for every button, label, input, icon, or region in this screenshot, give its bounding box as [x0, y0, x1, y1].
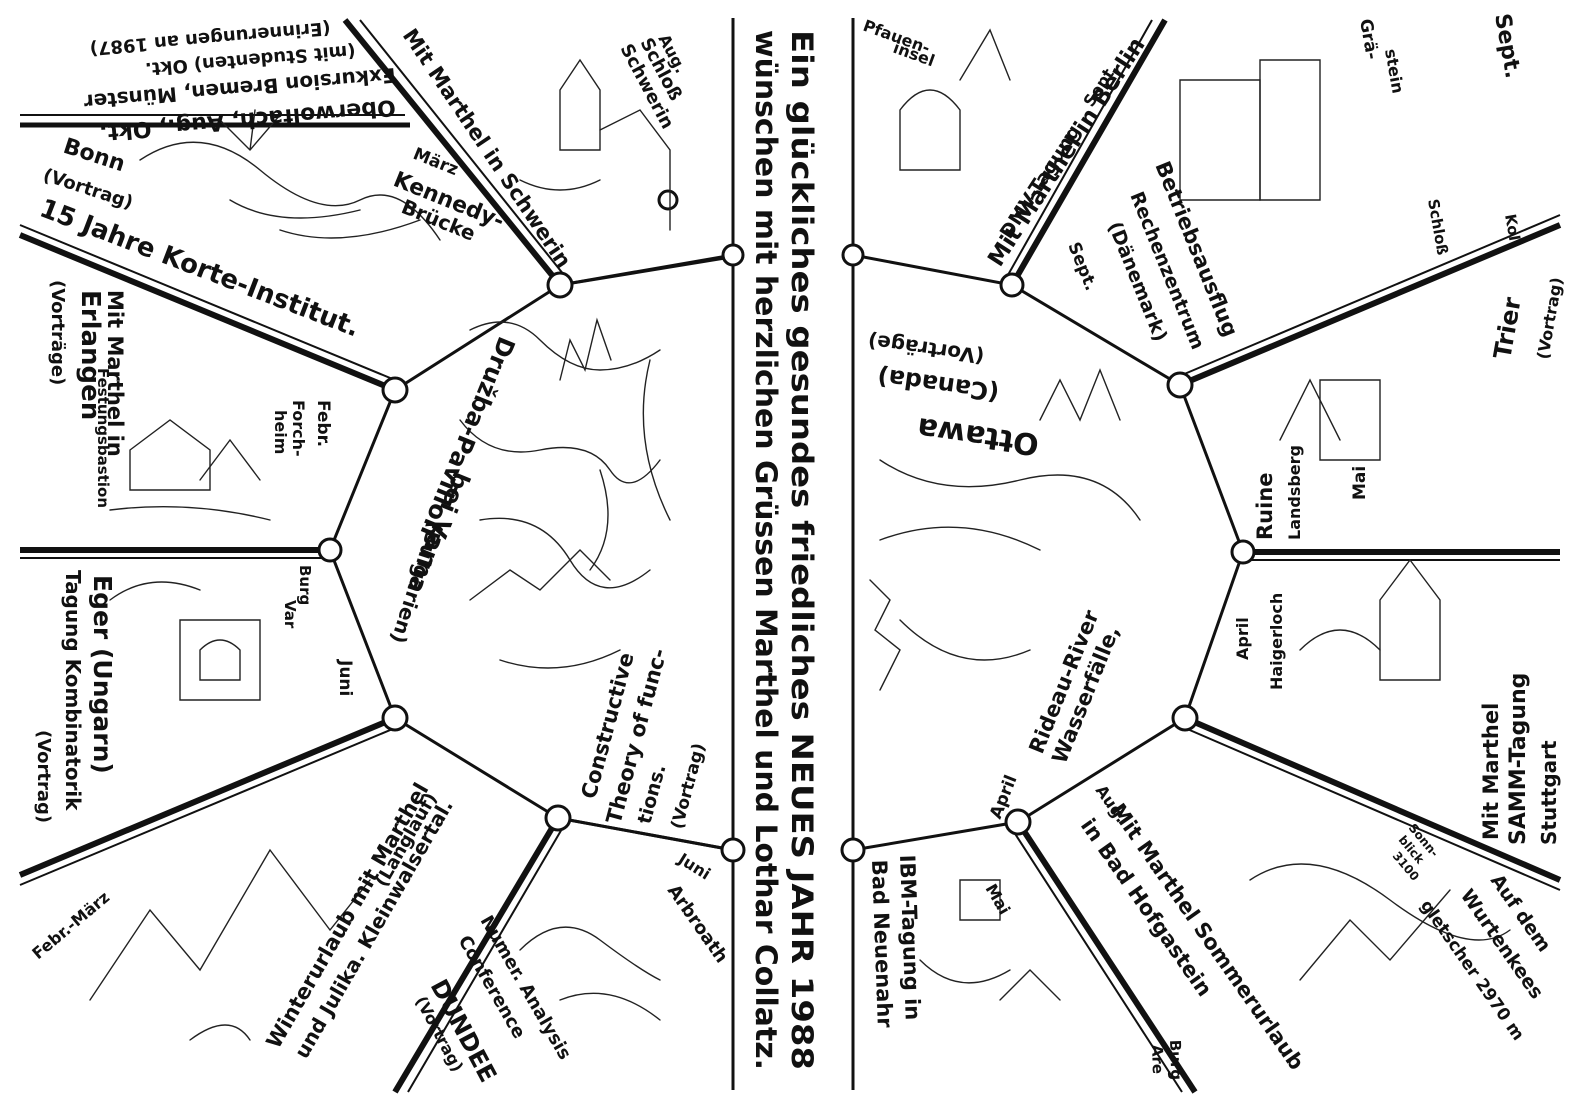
label-trier: Trier	[1488, 295, 1526, 361]
sketch-drawings	[89, 28, 1511, 1041]
label-eger: Eger (Ungarn)	[88, 575, 117, 774]
label-graenstein-2: stein	[1381, 47, 1408, 95]
label-bulgarien: (Bulgarien)	[386, 518, 448, 646]
label-sept-3: Sept.	[1063, 239, 1100, 293]
label-festung: Festungsbastion	[94, 368, 112, 508]
label-ibm: IBM-Tagung in	[895, 854, 925, 1020]
label-burg-r: Burg	[1166, 1040, 1185, 1081]
label-erlangen-2: Erlangen	[75, 290, 105, 420]
label-sommer: Mit Marthel Sommerurlaub	[1106, 799, 1309, 1074]
label-druzba: Družba-Pavillon	[415, 333, 521, 541]
label-burg: Burg	[296, 565, 314, 605]
frame-nodes	[317, 189, 1256, 863]
label-juni: Juni	[335, 659, 355, 696]
label-samm-3: Stuttgart	[1537, 740, 1561, 845]
greeting-line-2: wünschen mit herzlichen Grüssen Marthel …	[749, 30, 783, 1070]
label-samm-2: SAMM-Tagung	[1506, 673, 1531, 845]
label-var: Var	[281, 600, 299, 629]
label-april-2: April	[1233, 617, 1252, 660]
label-eger-vortrag: (Vortrag)	[33, 730, 54, 823]
label-kol: Kol	[1501, 213, 1523, 243]
label-mai-2: Mai	[982, 881, 1015, 918]
label-vortrag-c: (Vortrag)	[668, 741, 710, 831]
label-forchheim: Forch-	[289, 400, 308, 457]
center-greeting: Ein glückliches gesundes friedliches NEU…	[749, 30, 819, 1070]
label-are: Are	[1148, 1045, 1167, 1075]
label-ottawa: Ottawa	[915, 410, 1041, 462]
label-neuenahr: Bad Neuenahr	[867, 859, 897, 1028]
label-febr-maerz: Febr.-März	[28, 888, 113, 964]
label-febr: Febr.	[313, 400, 333, 447]
label-forchheim-2: heim	[271, 410, 290, 454]
label-samm-1: Mit Marthel	[1479, 703, 1503, 840]
label-landsberg: Landsberg	[1285, 445, 1304, 540]
label-erlangen-1: Mit Marthel in	[103, 290, 127, 457]
label-arbroath: Arbroath	[663, 881, 732, 967]
label-mai: Mai	[1350, 466, 1370, 500]
label-haigerloch: Haigerloch	[1267, 593, 1286, 690]
label-sept-2: Sept.	[1489, 12, 1525, 81]
label-schloss-r: Schloß	[1424, 198, 1452, 257]
label-trier-vortrag: (Vortrag)	[1533, 276, 1566, 361]
label-ruine: Ruine	[1253, 472, 1277, 540]
label-graenstein-1: Grä-	[1355, 17, 1382, 61]
label-juni-2: Juni	[674, 849, 714, 884]
label-erlangen-vortraege: (Vorträge)	[47, 280, 68, 385]
greeting-line-1: Ein glückliches gesundes friedliches NEU…	[785, 30, 819, 1070]
label-eger-tagung: Tagung Kombinatorik	[61, 570, 85, 811]
